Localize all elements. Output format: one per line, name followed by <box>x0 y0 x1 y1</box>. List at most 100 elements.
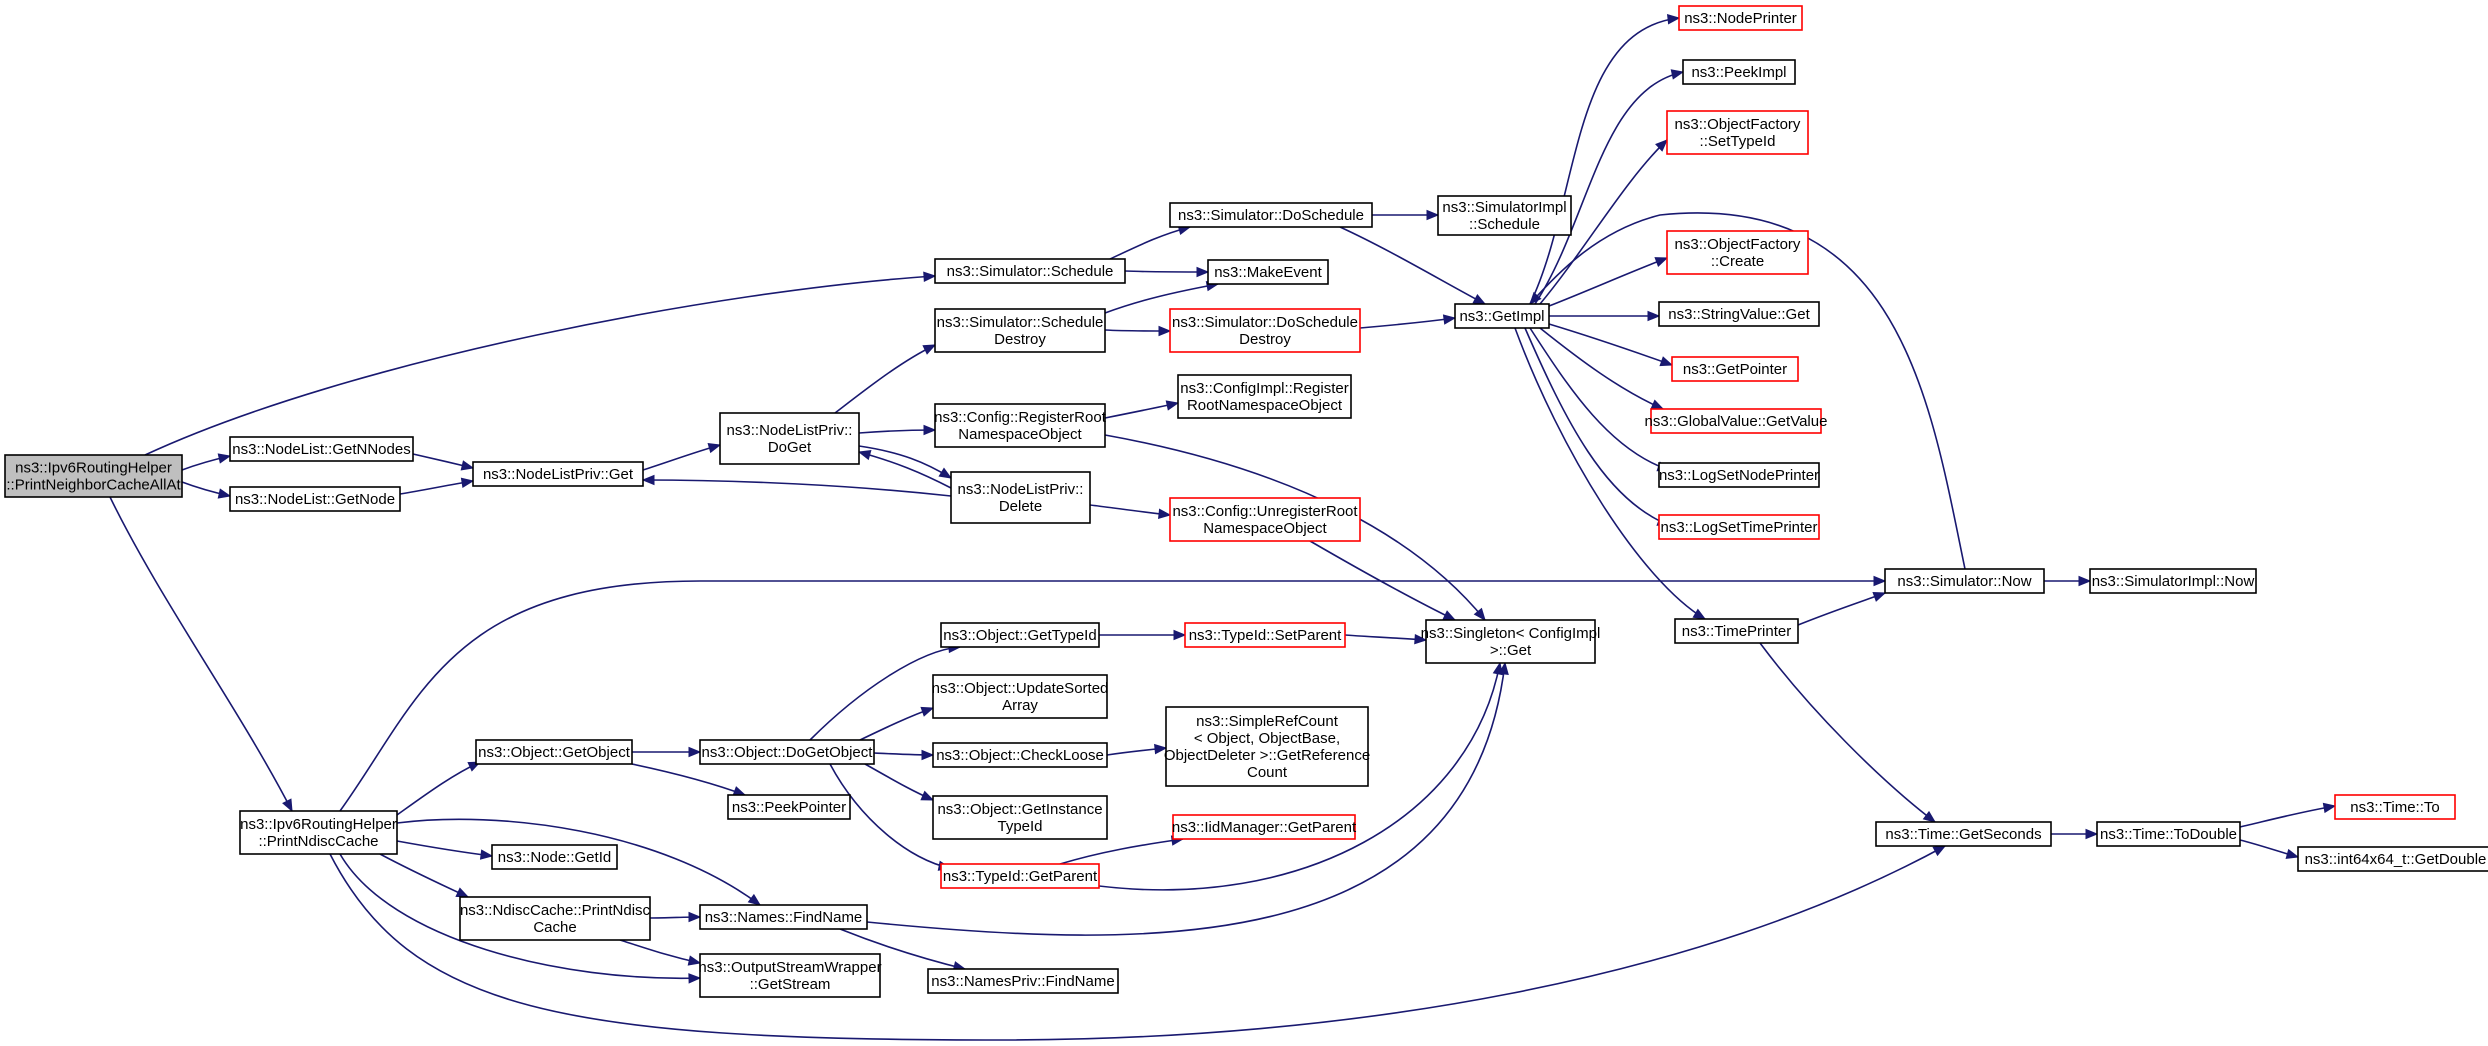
edge-arrowhead <box>1654 257 1669 267</box>
node-sim-doschedule[interactable]: ns3::Simulator::DoSchedule <box>1169 202 1373 228</box>
node-typeid-setparent[interactable]: ns3::TypeId::SetParent <box>1184 622 1346 648</box>
edge-timeprinter-to-sim_now <box>1797 591 1887 626</box>
node-label: ns3::NodeList::GetNNodes <box>232 441 410 458</box>
edge-sim_scheduledestroy-to-sim_doscheduledestroy <box>1104 325 1172 337</box>
node-sim-now[interactable]: ns3::Simulator::Now <box>1884 568 2045 594</box>
node-getimpl[interactable]: ns3::GetImpl <box>1454 303 1550 329</box>
node-simimpl-schedule[interactable]: ns3::SimulatorImpl::Schedule <box>1437 195 1572 236</box>
edge-arrowhead <box>732 786 747 796</box>
node-label: ns3::NodeListPriv::Get <box>483 466 634 483</box>
node-box <box>932 674 1108 719</box>
node-peekimpl[interactable]: ns3::PeekImpl <box>1682 59 1796 85</box>
node-ndisc-print[interactable]: ns3::NdiscCache::PrintNdiscCache <box>459 896 651 941</box>
node-stringvalue-get[interactable]: ns3::StringValue::Get <box>1658 301 1820 327</box>
node-osw-getstream[interactable]: ns3::OutputStreamWrapper::GetStream <box>698 953 882 998</box>
node-box <box>1678 5 1803 31</box>
node-nlp-delete[interactable]: ns3::NodeListPriv::Delete <box>950 471 1091 524</box>
node-typeid-getparent[interactable]: ns3::TypeId::GetParent <box>940 863 1100 889</box>
edge-arrowhead <box>2078 575 2092 587</box>
node-label: NamespaceObject <box>1203 520 1327 537</box>
node-logsetnodeprinter[interactable]: ns3::LogSetNodePrinter <box>1658 462 1820 488</box>
node-label: ns3::Simulator::Schedule <box>947 263 1114 280</box>
node-cfg-unregister[interactable]: ns3::Config::UnregisterRootNamespaceObje… <box>1169 497 1361 542</box>
edge-line <box>642 444 721 471</box>
node-box <box>2297 846 2488 872</box>
edge-line <box>2239 805 2336 828</box>
edge-time_todouble-to-time_to <box>2239 802 2337 828</box>
node-nl-getnode[interactable]: ns3::NodeList::GetNode <box>229 486 401 512</box>
node-nlp-doget[interactable]: ns3::NodeListPriv::DoGet <box>719 412 860 465</box>
node-obj-getobject[interactable]: ns3::Object::GetObject <box>475 739 633 765</box>
node-timeprinter[interactable]: ns3::TimePrinter <box>1674 618 1799 644</box>
edge-typeid_getparent-to-iidmanager_getparent <box>1059 835 1185 865</box>
edge-timeprinter-to-time_getseconds <box>1759 642 1937 823</box>
edge-arrowhead <box>1165 400 1180 411</box>
edge-arrowhead <box>1158 325 1172 337</box>
edge-line <box>1524 327 1670 526</box>
node-time-to[interactable]: ns3::Time::To <box>2334 794 2456 820</box>
node-getpointer[interactable]: ns3::GetPointer <box>1671 356 1799 382</box>
node-box <box>1169 497 1361 542</box>
node-nl-getnnodes[interactable]: ns3::NodeList::GetNNodes <box>229 436 414 462</box>
node-int64-getdouble[interactable]: ns3::int64x64_t::GetDouble <box>2297 846 2488 872</box>
node-root[interactable]: ns3::Ipv6RoutingHelper::PrintNeighborCac… <box>4 454 183 498</box>
edge-arrowhead <box>688 746 702 758</box>
node-logsettimeprinter[interactable]: ns3::LogSetTimePrinter <box>1658 514 1820 540</box>
node-of-settypeid[interactable]: ns3::ObjectFactory::SetTypeId <box>1666 110 1809 155</box>
node-obj-checkloose[interactable]: ns3::Object::CheckLoose <box>932 742 1108 768</box>
node-gv-getvalue[interactable]: ns3::GlobalValue::GetValue <box>1645 408 1828 434</box>
node-names-findname[interactable]: ns3::Names::FindName <box>699 904 868 930</box>
edge-getimpl-to-of_create <box>1548 257 1669 307</box>
node-iidmanager-getparent[interactable]: ns3::IidManager::GetParent <box>1172 814 1357 840</box>
node-simplerefcount[interactable]: ns3::SimpleRefCount< Object, ObjectBase,… <box>1164 706 1370 787</box>
edge-arrowhead <box>1414 633 1428 645</box>
node-label: ::GetStream <box>750 976 831 993</box>
node-simimpl-now[interactable]: ns3::SimulatorImpl::Now <box>2089 568 2257 594</box>
edge-line <box>396 840 493 857</box>
node-time-getseconds[interactable]: ns3::Time::GetSeconds <box>1875 821 2052 847</box>
edge-arrowhead <box>1932 845 1947 857</box>
node-sim-schedule[interactable]: ns3::Simulator::Schedule <box>934 258 1126 284</box>
node-node-getid[interactable]: ns3::Node::GetId <box>491 844 618 870</box>
node-box <box>4 454 183 498</box>
node-box <box>2096 821 2241 847</box>
node-cfgimpl-register[interactable]: ns3::ConfigImpl::RegisterRootNamespaceOb… <box>1177 374 1352 419</box>
edge-line <box>1098 662 1501 891</box>
node-box <box>1658 462 1820 488</box>
node-obj-gettypeid[interactable]: ns3::Object::GetTypeId <box>940 622 1100 648</box>
node-box <box>932 795 1108 840</box>
node-label: TypeId <box>997 818 1042 835</box>
node-makeevent[interactable]: ns3::MakeEvent <box>1207 259 1329 285</box>
node-label: ns3::TimePrinter <box>1682 623 1791 640</box>
edge-arrowhead <box>217 453 232 464</box>
node-of-create[interactable]: ns3::ObjectFactory::Create <box>1666 230 1809 275</box>
edge-arrowhead <box>920 790 935 801</box>
node-box <box>1658 514 1820 540</box>
edge-layer <box>109 14 2337 1041</box>
node-namespriv-findname[interactable]: ns3::NamesPriv::FindName <box>927 968 1119 994</box>
node-time-todouble[interactable]: ns3::Time::ToDouble <box>2096 821 2241 847</box>
edge-nl_getnode-to-nlp_get <box>399 477 475 495</box>
edge-arrowhead <box>217 488 232 499</box>
node-label: ns3::IidManager::GetParent <box>1172 819 1357 836</box>
node-nlp-get[interactable]: ns3::NodeListPriv::Get <box>472 461 644 487</box>
edge-printndisccache-to-sim_now <box>339 575 1887 812</box>
edge-sim_schedule-to-sim_doschedule <box>1109 224 1192 260</box>
node-peekpointer[interactable]: ns3::PeekPointer <box>727 794 851 820</box>
node-label: NamespaceObject <box>958 426 1082 443</box>
node-nodeprinter[interactable]: ns3::NodePrinter <box>1678 5 1803 31</box>
node-box <box>1682 59 1796 85</box>
edge-getimpl-to-stringvalue_get <box>1548 310 1661 322</box>
node-obj-dogetobject[interactable]: ns3::Object::DoGetObject <box>699 739 875 765</box>
node-box <box>2334 794 2456 820</box>
edge-line <box>1548 323 1673 366</box>
node-printndisccache[interactable]: ns3::Ipv6RoutingHelper::PrintNdiscCache <box>239 810 398 855</box>
edge-time_todouble-to-int64_getdouble <box>2239 839 2300 859</box>
node-singleton-get[interactable]: ns3::Singleton< ConfigImpl>::Get <box>1421 619 1601 664</box>
edge-obj_dogetobject-to-obj_updatesorted <box>859 706 935 741</box>
